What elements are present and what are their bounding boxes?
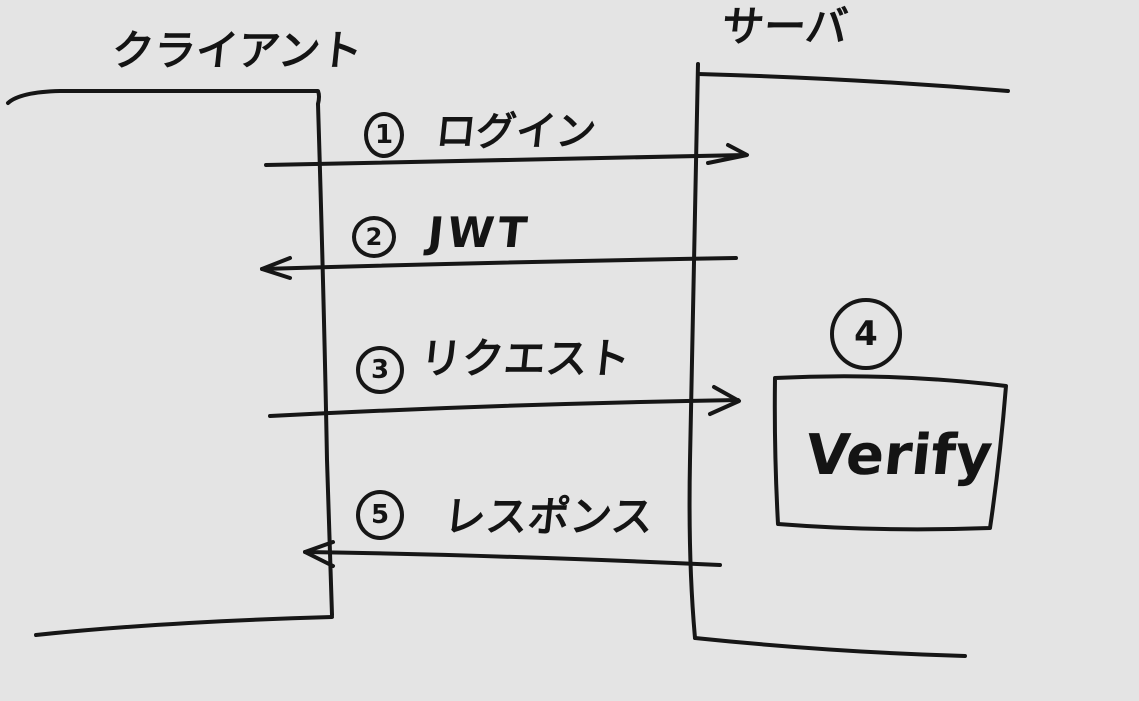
client-title: クライアント bbox=[109, 26, 365, 75]
client-top-line bbox=[6, 89, 321, 106]
step-1-number: 1 bbox=[364, 112, 404, 158]
step-2-arrow-line bbox=[260, 256, 738, 271]
step-3-number: 3 bbox=[356, 346, 404, 394]
step-3-arrowhead bbox=[708, 385, 741, 416]
step-1-arrowhead bbox=[706, 143, 749, 165]
step-3-arrow-line bbox=[268, 398, 740, 418]
server-bottom-line bbox=[693, 636, 967, 658]
client-boundary bbox=[316, 102, 334, 617]
step-5-label: レスポンス bbox=[441, 492, 656, 541]
step-5-number: 5 bbox=[356, 490, 404, 540]
step-1-arrow-line bbox=[264, 153, 748, 167]
step-5-arrowhead bbox=[303, 540, 335, 568]
step-2-label: JWT bbox=[425, 208, 534, 257]
server-title: サーバ bbox=[719, 2, 851, 51]
step-4-number: 4 bbox=[830, 298, 902, 370]
step-3-label: リクエスト bbox=[417, 334, 633, 383]
step-2-arrowhead bbox=[260, 256, 292, 280]
verify-label: Verify bbox=[802, 423, 996, 488]
client-bottom-line bbox=[34, 615, 334, 637]
step-1-label: ログイン bbox=[433, 109, 599, 155]
verify-box bbox=[772, 374, 1008, 532]
step-5-arrow-line bbox=[303, 550, 722, 567]
server-top-line bbox=[696, 72, 1010, 93]
step-2-number: 2 bbox=[352, 216, 396, 258]
server-boundary bbox=[687, 62, 700, 640]
